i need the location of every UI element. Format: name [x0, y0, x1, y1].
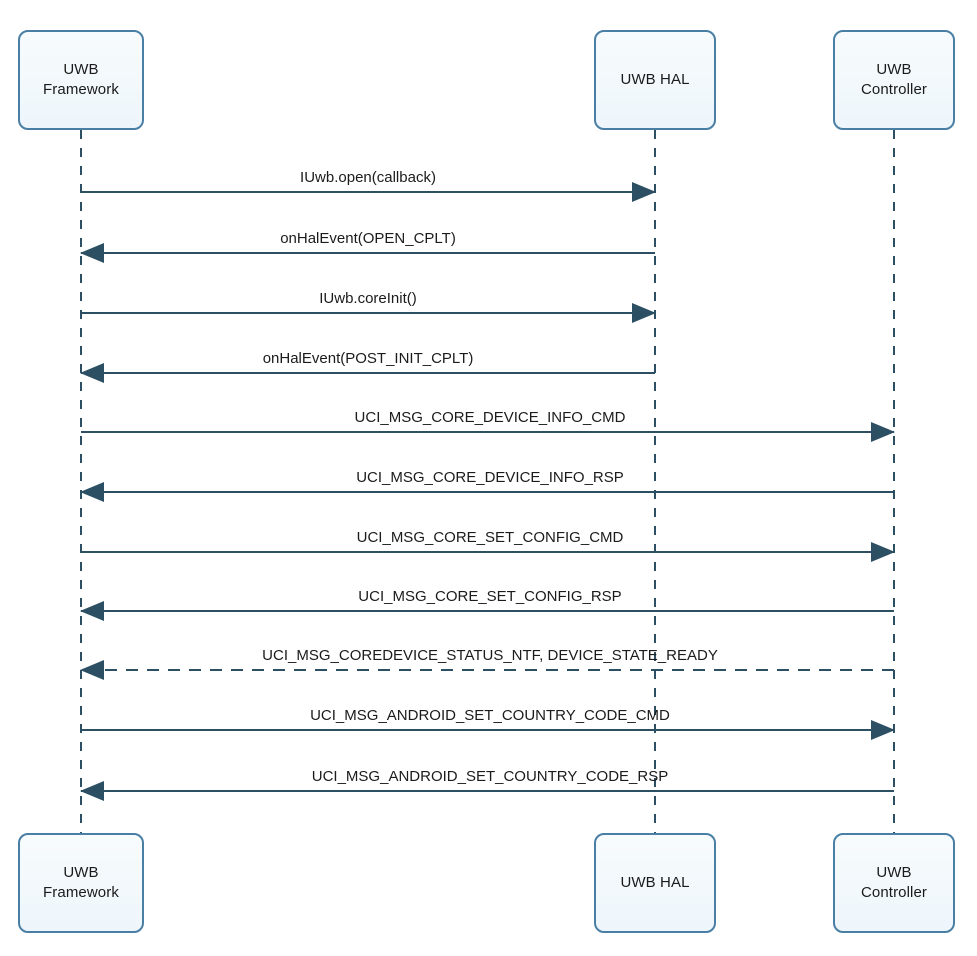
message-arrow-group: [80, 182, 895, 801]
lifeline-hit-framework[interactable]: [76, 130, 87, 833]
lifeline-hit-controller[interactable]: [889, 130, 900, 833]
message-7-framework-to-controller[interactable]: [81, 544, 894, 560]
message-6-controller-to-framework[interactable]: [81, 484, 894, 500]
participant-label-framework: UWB Framework: [43, 863, 119, 901]
message-3-framework-to-hal[interactable]: [81, 305, 655, 321]
message-8-controller-to-framework[interactable]: [81, 603, 894, 619]
participant-label-controller: UWB Controller: [860, 863, 928, 901]
participant-label-hal: UWB HAL: [620, 873, 690, 891]
message-11-controller-to-framework[interactable]: [81, 783, 894, 799]
participant-header-controller[interactable]: UWB Controller: [833, 30, 955, 130]
participant-label-controller: UWB Controller: [860, 60, 928, 98]
participant-footer-hal[interactable]: UWB HAL: [594, 833, 716, 933]
message-5-framework-to-controller[interactable]: [81, 424, 894, 440]
message-4-hal-to-framework[interactable]: [81, 365, 655, 381]
lifeline-hit-hal[interactable]: [650, 130, 661, 833]
participant-label-framework: UWB Framework: [43, 60, 119, 98]
message-10-framework-to-controller[interactable]: [81, 722, 894, 738]
participant-label-hal: UWB HAL: [620, 70, 690, 88]
participant-header-framework[interactable]: UWB Framework: [18, 30, 144, 130]
participant-footer-framework[interactable]: UWB Framework: [18, 833, 144, 933]
message-2-hal-to-framework[interactable]: [81, 245, 655, 261]
participant-header-hal[interactable]: UWB HAL: [594, 30, 716, 130]
message-9-controller-to-framework[interactable]: [81, 662, 894, 678]
participant-footer-controller[interactable]: UWB Controller: [833, 833, 955, 933]
message-1-framework-to-hal[interactable]: [81, 184, 655, 200]
